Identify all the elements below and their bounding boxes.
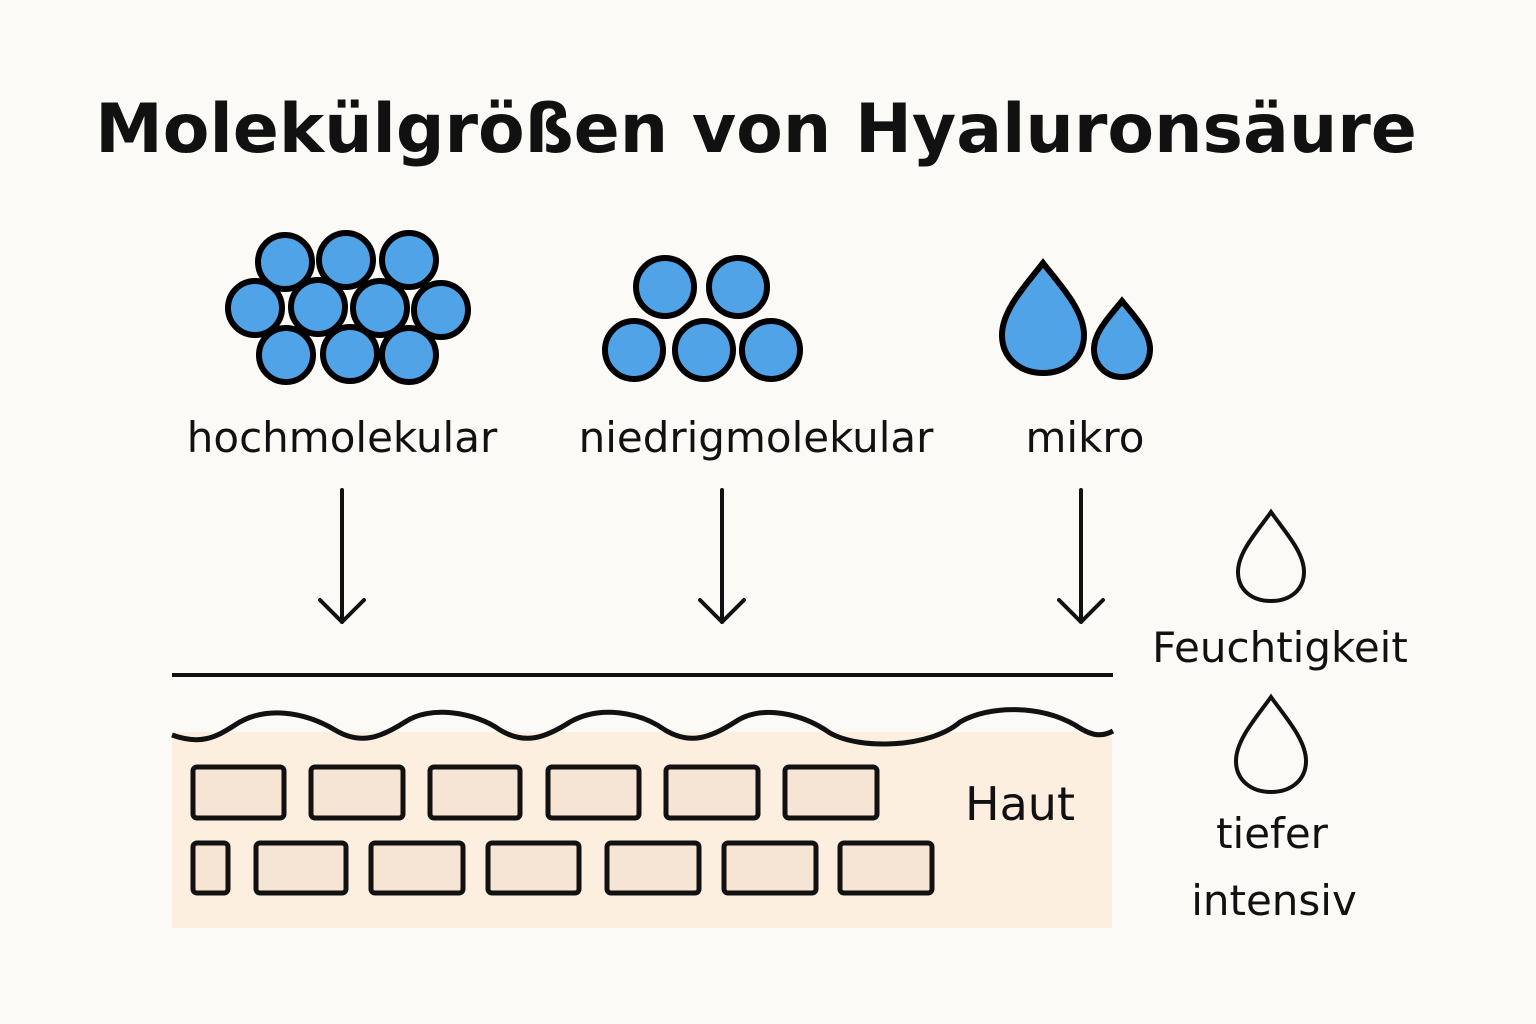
legend-moisture: Feuchtigkeit (1152, 623, 1408, 672)
skin-cell (545, 764, 642, 821)
molecule-circle (411, 280, 471, 340)
molecule-circle (225, 278, 285, 338)
skin-cell (604, 840, 702, 896)
molecule-circle (739, 318, 803, 382)
molecule-circle (602, 318, 666, 382)
water-drop-icon (1235, 508, 1307, 604)
molecule-circle (255, 232, 315, 292)
skin-cell (253, 840, 349, 896)
molecule-circle (288, 277, 348, 337)
legend-intensive: intensiv (1191, 876, 1357, 925)
label-high-molecular: hochmolekular (187, 413, 498, 462)
skin-cell (190, 840, 231, 896)
micro-droplets-icon (998, 258, 1154, 381)
skin-cell (190, 764, 287, 821)
low-molecular-cluster-icon (602, 255, 803, 382)
skin-wave-line (171, 707, 1115, 747)
molecule-circle (633, 255, 697, 319)
legend-deeper: tiefer (1216, 809, 1329, 858)
arrow-down-icon (698, 488, 746, 624)
skin-label: Haut (965, 777, 1075, 831)
arrow-down-icon (1057, 488, 1105, 624)
molecule-circle (320, 324, 380, 384)
label-micro: mikro (1026, 413, 1145, 462)
molecule-circle (379, 230, 439, 290)
skin-cell (721, 840, 819, 896)
skin-cell (368, 840, 466, 896)
skin-cell (427, 764, 523, 821)
skin-cell (782, 764, 880, 821)
skin-cells (190, 764, 935, 896)
molecule-circle (379, 325, 439, 385)
skin-cell (308, 764, 406, 821)
water-drop-icon (1233, 693, 1309, 795)
molecule-circle (316, 230, 376, 290)
molecule-circle (350, 278, 410, 338)
arrow-down-icon (318, 488, 366, 624)
skin-cell (837, 840, 935, 896)
molecule-circle (256, 325, 316, 385)
molecule-circle (672, 318, 736, 382)
label-low-molecular: niedrigmolekular (579, 413, 935, 462)
skin-cell (485, 840, 582, 896)
skin-cell (663, 764, 761, 821)
page-title: Molekülgrößen von Hyaluronsäure (95, 90, 1417, 169)
molecule-circle (706, 255, 770, 319)
high-molecular-cluster-icon (225, 230, 471, 385)
